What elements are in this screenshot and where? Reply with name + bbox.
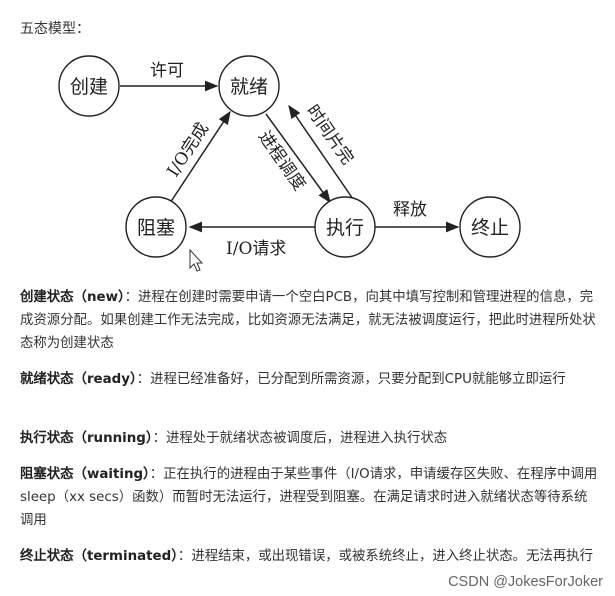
description-ready-term: 就绪状态（ready） xyxy=(20,372,137,387)
description-terminated-term: 终止状态（terminated） xyxy=(20,549,178,564)
edge-blocked-ready xyxy=(169,110,231,204)
description-new-text: 进程在创建时需要申请一个空白PCB，向其中填写控制和管理进程的信息，完成资源分配… xyxy=(20,290,596,351)
node-create: 创建 xyxy=(58,55,120,117)
edge-label-running-terminated: 释放 xyxy=(393,200,427,220)
edge-label-running-ready: 时间片完 xyxy=(302,101,357,168)
description-running: 执行状态（running）：进程处于就绪状态被调度后，进程进入执行状态 xyxy=(20,427,600,450)
node-running: 执行 xyxy=(314,196,376,258)
edge-running-ready xyxy=(288,104,354,200)
description-new-term: 创建状态（new） xyxy=(20,290,125,305)
description-terminated-sep: ： xyxy=(177,549,192,564)
description-waiting: 阻塞状态（waiting）：正在执行的进程由于某些事件（I/O请求，申请缓存区失… xyxy=(20,463,600,532)
watermark: CSDN @JokesForJoker xyxy=(448,574,603,590)
node-blocked: 阻塞 xyxy=(125,196,187,258)
node-ready-label: 就绪 xyxy=(230,76,268,98)
state-diagram: 许可 I/O完成 进程调度 时间片完 I/O请求 释放 创建 就绪 阻塞 执行 … xyxy=(58,55,521,272)
description-running-term: 执行状态（running） xyxy=(20,431,153,446)
heading: 五态模型： xyxy=(20,21,90,37)
description-running-sep: ： xyxy=(152,431,166,446)
description-ready-text: 进程已经准备好，已分配到所需资源，只要分配到CPU就能够立即运行 xyxy=(150,372,566,387)
node-running-label: 执行 xyxy=(326,217,364,239)
description-waiting-sep: ： xyxy=(149,467,164,482)
mouse-cursor-icon xyxy=(189,248,204,272)
edge-ready-running xyxy=(265,113,331,204)
node-terminated-label: 终止 xyxy=(471,217,509,239)
node-ready: 就绪 xyxy=(218,55,280,117)
description-waiting-text: 正在执行的进程由于某些事件（I/O请求，申请缓存区失败、在程序中调用sleep（… xyxy=(20,467,598,528)
description-waiting-term: 阻塞状态（waiting） xyxy=(20,467,150,482)
description-terminated: 终止状态（terminated）：进程结束，或出现错误，或被系统终止，进入终止状… xyxy=(20,545,600,568)
description-running-text: 进程处于就绪状态被调度后，进程进入执行状态 xyxy=(165,431,448,446)
node-blocked-label: 阻塞 xyxy=(137,217,175,239)
description-new: 创建状态（new）：进程在创建时需要申请一个空白PCB，向其中填写控制和管理进程… xyxy=(20,286,600,355)
node-create-label: 创建 xyxy=(70,76,108,98)
description-terminated-text: 进程结束，或出现错误，或被系统终止，进入终止状态。无法再执行 xyxy=(191,549,594,564)
node-terminated: 终止 xyxy=(459,196,521,258)
description-ready-sep: ： xyxy=(136,372,151,387)
description-new-sep: ： xyxy=(124,290,139,305)
edge-label-running-blocked: I/O请求 xyxy=(226,239,286,259)
edge-label-create-ready: 许可 xyxy=(150,61,184,81)
description-ready: 就绪状态（ready）：进程已经准备好，已分配到所需资源，只要分配到CPU就能够… xyxy=(20,368,600,391)
